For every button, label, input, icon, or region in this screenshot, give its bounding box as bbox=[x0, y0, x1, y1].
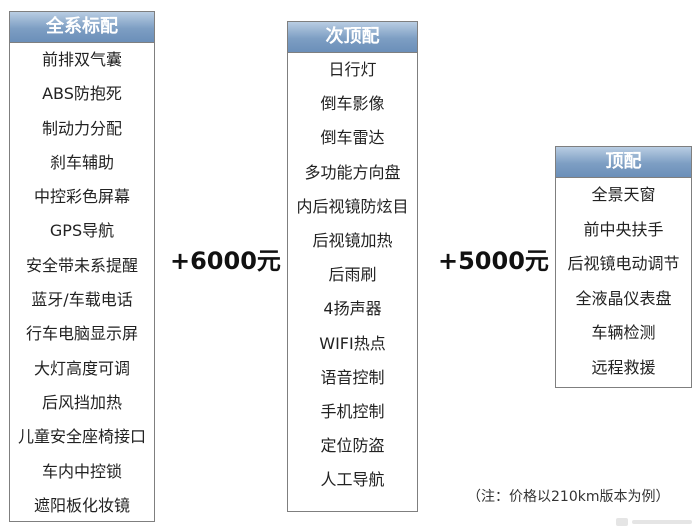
feature-item: 全景天窗 bbox=[591, 185, 656, 204]
feature-item: 倒车影像 bbox=[320, 94, 385, 114]
feature-item: GPS导航 bbox=[49, 221, 115, 241]
feature-item: 行车电脑显示屏 bbox=[25, 324, 138, 344]
column-top: 顶配 全景天窗前中央扶手后视镜电动调节全液晶仪表盘车辆检测远程救援 bbox=[555, 146, 692, 388]
feature-item: 倒车雷达 bbox=[320, 128, 385, 148]
feature-item: 语音控制 bbox=[320, 367, 385, 387]
column-standard-header: 全系标配 bbox=[10, 12, 154, 43]
feature-item: 车内中控锁 bbox=[41, 461, 122, 481]
column-second-top-list: 日行灯倒车影像倒车雷达多功能方向盘内后视镜防炫目后视镜加热后雨刷 4扬声器 WIFI… bbox=[288, 53, 417, 497]
feature-item: 后视镜电动调节 bbox=[567, 254, 680, 273]
feature-item: 大灯高度可调 bbox=[33, 358, 130, 378]
feature-item: 儿童安全座椅接口 bbox=[17, 427, 146, 447]
price-upgrade-2: +5000元 bbox=[438, 247, 549, 275]
feature-item: 定位防盗 bbox=[320, 436, 385, 456]
feature-item: 前中央扶手 bbox=[583, 219, 664, 239]
column-second-top: 次顶配 日行灯倒车影像倒车雷达多功能方向盘内后视镜防炫目后视镜加热后雨刷 4扬声器… bbox=[287, 21, 418, 512]
feature-item: 全液晶仪表盘 bbox=[575, 288, 672, 308]
feature-item: 内后视镜防炫目 bbox=[296, 196, 409, 216]
feature-item: 多功能方向盘 bbox=[304, 162, 401, 182]
column-standard-list: 前排双气囊 ABS防抱死制动力分配刹车辅助中控彩色屏幕 GPS导航安全带未系提醒蓝牙… bbox=[10, 43, 154, 523]
feature-item: 人工导航 bbox=[320, 470, 385, 490]
feature-item: 安全带未系提醒 bbox=[25, 255, 138, 275]
feature-item: 后雨刷 bbox=[328, 265, 377, 285]
column-top-header: 顶配 bbox=[556, 147, 691, 178]
column-top-list: 全景天窗前中央扶手后视镜电动调节全液晶仪表盘车辆检测远程救援 bbox=[556, 178, 691, 385]
feature-item: 4扬声器 bbox=[323, 299, 382, 319]
feature-item: ABS防抱死 bbox=[42, 84, 122, 104]
feature-item: 后视镜加热 bbox=[312, 230, 393, 250]
column-standard: 全系标配 前排双气囊 ABS防抱死制动力分配刹车辅助中控彩色屏幕 GPS导航安全带未… bbox=[9, 11, 155, 522]
watermark-logo-icon bbox=[616, 518, 692, 526]
column-second-top-header: 次顶配 bbox=[288, 22, 417, 53]
price-upgrade-1: +6000元 bbox=[170, 247, 281, 275]
feature-item: 刹车辅助 bbox=[49, 152, 114, 172]
feature-item: 车辆检测 bbox=[591, 323, 656, 342]
feature-item: 手机控制 bbox=[320, 401, 385, 421]
feature-item: 蓝牙/车载电话 bbox=[31, 290, 133, 310]
feature-item: 后风挡加热 bbox=[41, 392, 122, 412]
feature-item: 制动力分配 bbox=[41, 118, 122, 138]
feature-item: 遮阳板化妆镜 bbox=[33, 495, 130, 515]
feature-item: 前排双气囊 bbox=[41, 50, 122, 69]
feature-item: 中控彩色屏幕 bbox=[33, 187, 130, 207]
price-note: （注：价格以210km版本为例） bbox=[467, 489, 670, 505]
feature-item: WIFI热点 bbox=[319, 333, 386, 353]
feature-item: 日行灯 bbox=[328, 60, 377, 79]
feature-item: 远程救援 bbox=[591, 357, 656, 377]
